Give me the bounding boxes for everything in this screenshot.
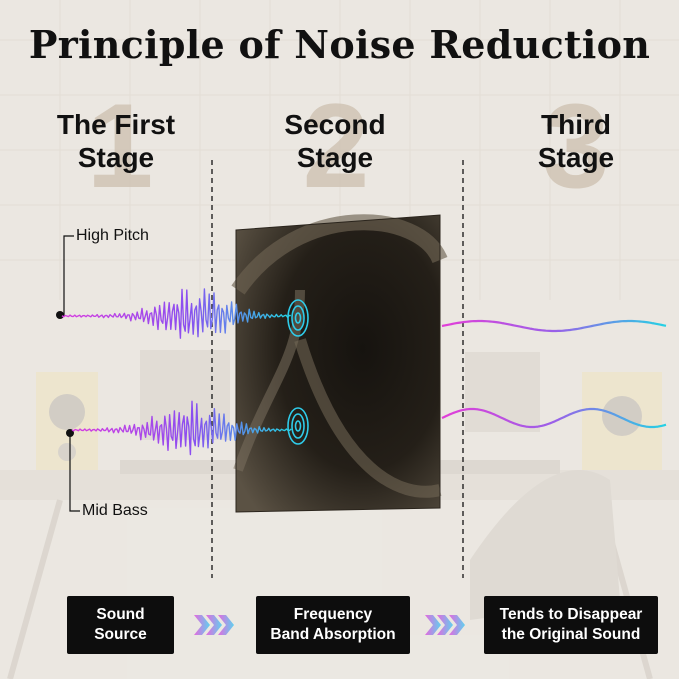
stage-label-line1: Second: [284, 109, 386, 140]
stage-number-1: 1: [87, 79, 154, 213]
step-box-frequency-absorption: Frequency Band Absorption: [256, 596, 410, 654]
step-box-line2: the Original Sound: [501, 626, 641, 643]
high-pitch-label: High Pitch: [76, 227, 149, 244]
stage-label-line1: Third: [541, 109, 611, 140]
mid-bass-wave: [71, 400, 292, 456]
step-box-line2: Band Absorption: [270, 626, 396, 643]
high-pitch-wave: [61, 288, 291, 339]
stage-label-first: The First Stage: [16, 108, 216, 174]
mid-bass-label: Mid Bass: [82, 502, 148, 519]
stage-number-2: 2: [303, 79, 370, 213]
step-box-line1: Sound: [96, 606, 145, 623]
stage-dividers: [211, 160, 464, 578]
absorption-ring-high: [287, 299, 309, 337]
arrow-icon-2: [425, 615, 465, 635]
output-wave-mid: [441, 407, 667, 429]
acoustic-panel: [231, 214, 448, 513]
stage-label-line2: Stage: [537, 142, 615, 173]
page-title: Principle of Noise Reduction: [28, 22, 651, 67]
step-box-line2: Source: [94, 626, 147, 643]
absorption-ring-mid: [287, 407, 309, 445]
step-box-line1: Tends to Disappear: [499, 606, 643, 623]
stage-label-third: Third Stage: [476, 108, 676, 174]
output-wave-high: [441, 319, 667, 333]
step-box-line1: Frequency: [293, 606, 373, 623]
step-box-sound-source: Sound Source: [67, 596, 174, 654]
step-box-disappear: Tends to Disappear the Original Sound: [484, 596, 658, 654]
mid-bass-dot: [66, 429, 74, 437]
stage-number-3: 3: [543, 79, 610, 213]
stage-label-second: Second Stage: [235, 108, 435, 174]
stage-label-line2: Stage: [296, 142, 374, 173]
stage-label-line2: Stage: [77, 142, 155, 173]
arrow-icon-1: [194, 615, 234, 635]
high-pitch-dot: [56, 311, 64, 319]
stage-label-line1: The First: [56, 109, 176, 140]
